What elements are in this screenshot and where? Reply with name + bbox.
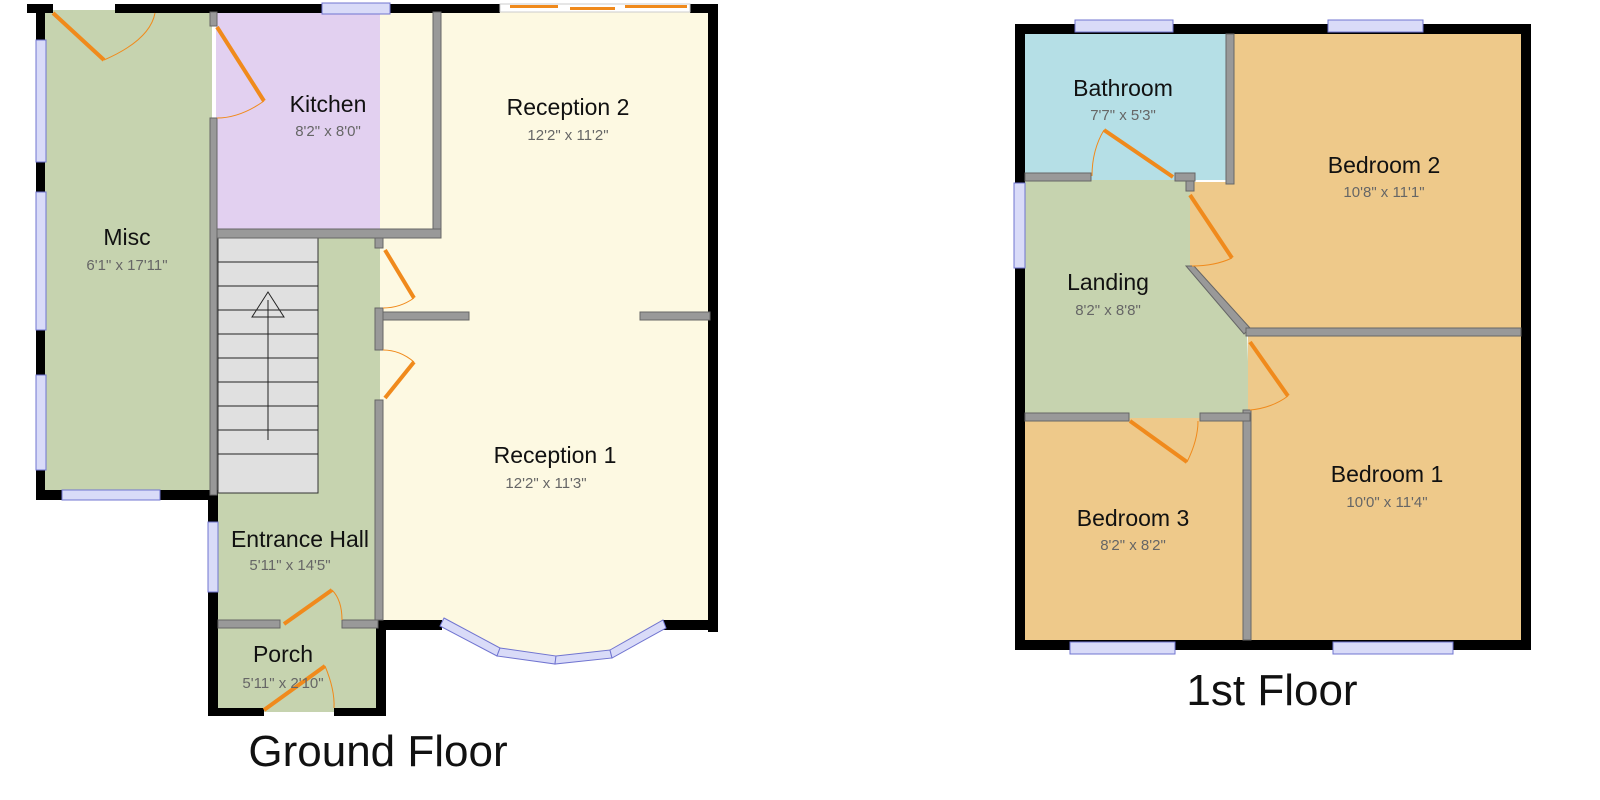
floor-title: 1st Floor xyxy=(1186,666,1357,715)
room-name: Bedroom 3 xyxy=(1077,505,1190,531)
door-reception-2 xyxy=(382,248,416,309)
door-bathroom xyxy=(1091,128,1175,179)
room-bedroom-3 xyxy=(1022,418,1250,645)
room-dimensions: 5'11" x 2'10" xyxy=(242,675,323,692)
window xyxy=(35,39,47,163)
first-floor-plan: Bathroom 7'7" x 5'3" Bedroom 2 10'8" x 1… xyxy=(1013,19,1531,715)
stairs xyxy=(217,237,319,494)
window xyxy=(61,489,161,501)
window xyxy=(321,2,391,15)
room-name: Misc xyxy=(103,224,150,250)
room-name: Entrance Hall xyxy=(231,526,369,552)
room-bathroom xyxy=(1022,32,1230,180)
room-dimensions: 8'2" x 8'2" xyxy=(1100,537,1166,554)
door-misc xyxy=(51,11,156,62)
room-misc xyxy=(40,10,212,495)
door-bedroom-3 xyxy=(1128,419,1199,464)
room-dimensions: 8'2" x 8'0" xyxy=(295,123,361,140)
room-name: Porch xyxy=(253,641,313,667)
door-reception-1 xyxy=(382,349,416,400)
room-dimensions: 12'2" x 11'2" xyxy=(527,127,608,144)
room-dimensions: 5'11" x 14'5" xyxy=(249,557,330,574)
room-name: Reception 1 xyxy=(494,442,617,468)
window xyxy=(1332,641,1454,655)
room-name: Kitchen xyxy=(290,91,367,117)
room-dimensions: 12'2" x 11'3" xyxy=(505,475,586,492)
floor-title: Ground Floor xyxy=(248,727,507,776)
room-name: Landing xyxy=(1067,269,1149,295)
stairs-arrow-icon xyxy=(251,291,285,318)
bay-window xyxy=(439,617,667,665)
window xyxy=(1327,19,1424,33)
room-dimensions: 10'8" x 11'1" xyxy=(1343,184,1424,201)
room-bedroom-1 xyxy=(1248,333,1524,645)
ground-floor-plan: Misc 6'1" x 17'11" Kitchen 8'2" x 8'0" R… xyxy=(27,2,718,776)
patio-doors xyxy=(499,3,691,13)
room-dimensions: 10'0" x 11'4" xyxy=(1346,494,1427,511)
room-bedroom-2 xyxy=(1190,32,1524,333)
room-name: Bedroom 2 xyxy=(1328,152,1441,178)
room-dimensions: 6'1" x 17'11" xyxy=(86,257,167,274)
room-porch xyxy=(216,624,380,712)
room-dimensions: 8'2" x 8'8" xyxy=(1075,302,1141,319)
room-name: Reception 2 xyxy=(507,94,630,120)
window xyxy=(1074,19,1174,33)
room-dimensions: 7'7" x 5'3" xyxy=(1090,107,1156,124)
window xyxy=(1069,641,1176,655)
window xyxy=(207,521,219,593)
window xyxy=(1013,182,1026,269)
window xyxy=(35,374,47,471)
door-hall xyxy=(282,588,343,626)
door-bedroom-1 xyxy=(1248,340,1290,411)
room-landing xyxy=(1022,180,1250,418)
door-bedroom-2 xyxy=(1188,193,1234,267)
room-name: Bedroom 1 xyxy=(1331,461,1444,487)
door-kitchen xyxy=(215,25,266,119)
window xyxy=(35,191,47,331)
room-name: Bathroom xyxy=(1073,75,1173,101)
door-front xyxy=(262,664,335,712)
